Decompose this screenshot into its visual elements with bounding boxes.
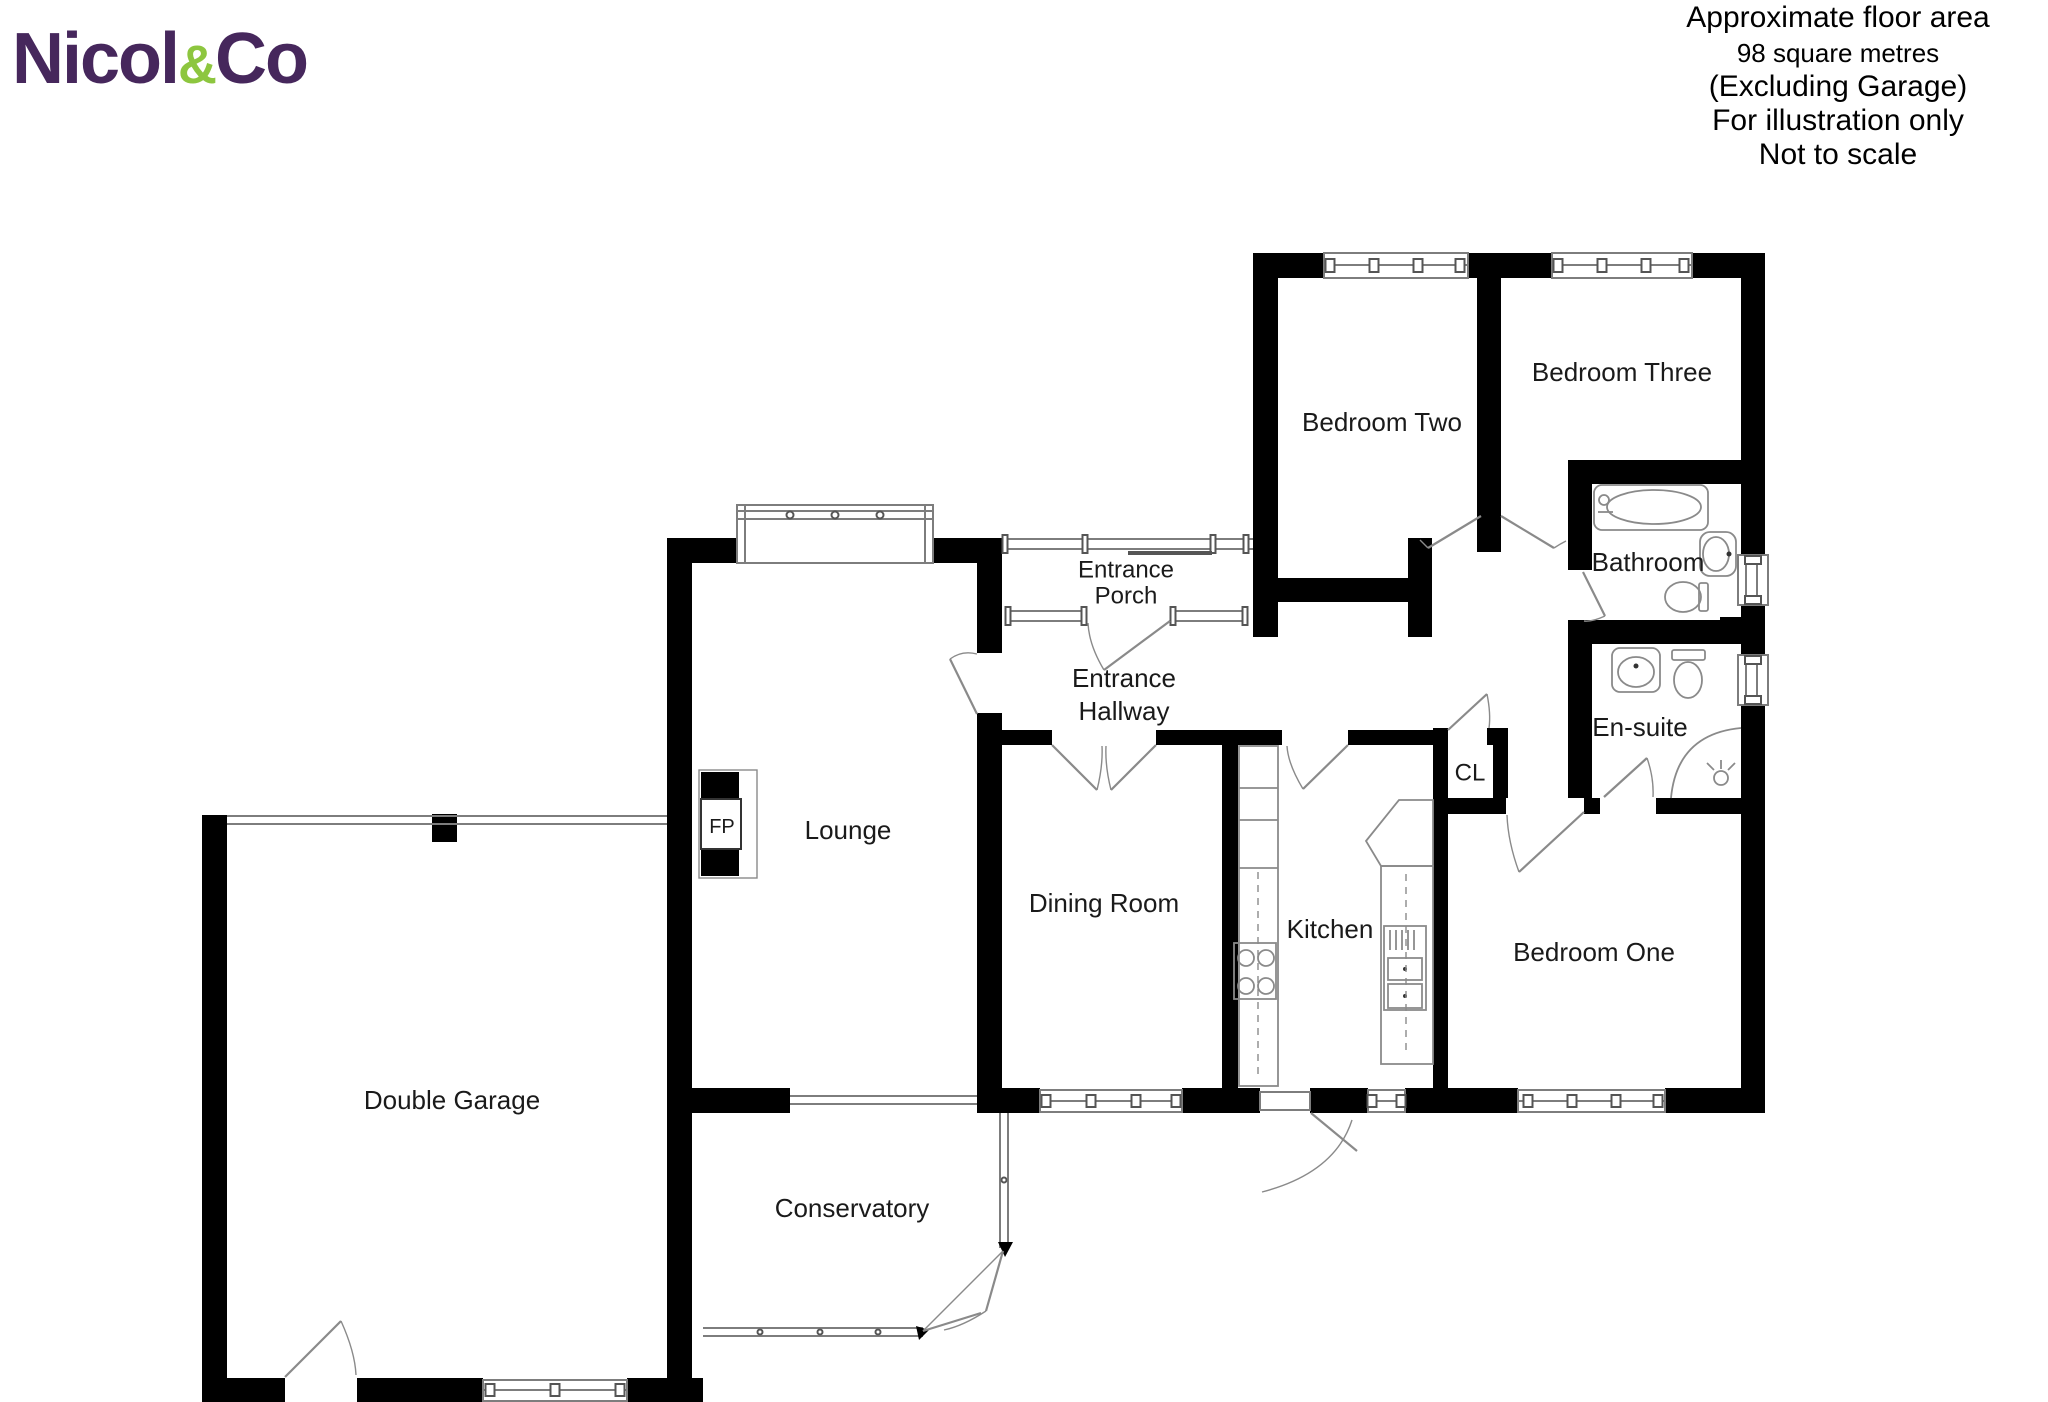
- room-label-porch-line1: Entrance: [1078, 557, 1174, 584]
- lounge-door: [949, 652, 978, 715]
- room-label-bedroom-one: Bedroom One: [1513, 937, 1675, 967]
- room-label-bathroom: Bathroom: [1592, 547, 1705, 577]
- bedroom-two-window: [1323, 252, 1469, 279]
- bedroom-three-window: [1551, 252, 1693, 279]
- doors: [284, 515, 1654, 1378]
- note-square-metres: 98 square metres: [1736, 38, 1940, 68]
- room-label-lounge: Lounge: [805, 815, 892, 845]
- dining-window: [1039, 1089, 1183, 1113]
- room-label-closet: CL: [1455, 760, 1486, 787]
- porch-front-window: [1001, 534, 1253, 555]
- windows: [227, 252, 1769, 1402]
- ensuite-door: [1603, 757, 1654, 798]
- room-label-conservatory: Conservatory: [775, 1193, 930, 1223]
- kitchen-door: [1286, 744, 1349, 790]
- room-label-dining-room: Dining Room: [1029, 888, 1179, 918]
- room-label-hallway-line1: Entrance: [1072, 663, 1176, 693]
- conservatory-glazing: [703, 1095, 1013, 1340]
- bedroom-one-door: [1506, 811, 1585, 873]
- room-label-double-garage: Double Garage: [364, 1085, 540, 1115]
- closet-door: [1447, 693, 1491, 731]
- room-label-bedroom-two: Bedroom Two: [1302, 407, 1462, 437]
- note-not-to-scale: Not to scale: [1758, 138, 1918, 171]
- kitchen-window: [1366, 1089, 1407, 1113]
- ensuite-sink-icon: [1611, 647, 1661, 693]
- bathroom-window: [1737, 554, 1769, 606]
- fireplace-icon: [698, 769, 758, 879]
- bathroom-sink-icon: [1699, 531, 1737, 577]
- room-label-porch-line2: Porch: [1095, 583, 1158, 610]
- logo-ampersand: &: [178, 35, 217, 95]
- nicol-and-co-logo: Nicol&Co: [12, 18, 309, 100]
- garage-door: [284, 1320, 357, 1378]
- bedroom-two-door: [1419, 515, 1482, 549]
- kitchen-garden-door: [1259, 1091, 1358, 1193]
- garage-window: [482, 1379, 628, 1402]
- walls: [202, 253, 1765, 1402]
- room-label-en-suite: En-suite: [1592, 712, 1687, 742]
- bathtub-icon: [1593, 484, 1709, 531]
- room-label-hallway-line2: Hallway: [1078, 696, 1169, 726]
- ensuite-window: [1737, 654, 1769, 706]
- note-excluding-garage: (Excluding Garage): [1708, 70, 1968, 103]
- note-illustration-only: For illustration only: [1712, 104, 1964, 137]
- dining-double-doors: [1051, 744, 1157, 791]
- fixtures: [698, 484, 1742, 1087]
- kitchen-sink-icon: [1383, 925, 1427, 1011]
- room-label-fireplace: FP: [709, 816, 735, 838]
- logo-name-part2: Co: [215, 19, 309, 99]
- conservatory-doors: [922, 1250, 1005, 1333]
- bedroom-three-door: [1500, 515, 1567, 549]
- front-door: [1128, 551, 1212, 555]
- room-label-kitchen: Kitchen: [1287, 914, 1374, 944]
- porch-inner-windows: [1004, 606, 1249, 626]
- bedroom-one-window: [1517, 1089, 1666, 1113]
- room-label-bedroom-three: Bedroom Three: [1532, 357, 1712, 387]
- garage-top-wall: [227, 815, 667, 825]
- kitchen-counter-east: [1364, 799, 1434, 1065]
- note-approx-floor-area: Approximate floor area: [1686, 1, 1990, 34]
- porch-hall-door: [1087, 620, 1171, 671]
- bathroom-door: [1582, 571, 1606, 622]
- stove-icon: [1233, 942, 1277, 1000]
- bathroom-toilet-icon: [1664, 581, 1709, 613]
- floor-area-note: Approximate floor area 98 square metres …: [1628, 0, 2048, 172]
- ensuite-toilet-icon: [1671, 649, 1706, 699]
- shower-icon: [1670, 727, 1742, 799]
- kitchen-counter-west: [1238, 745, 1279, 1087]
- room-labels: Bedroom Two Bedroom Three Bathroom En-su…: [364, 357, 1712, 1223]
- logo-name-part1: Nicol: [12, 19, 180, 99]
- lounge-bay-window: [736, 504, 934, 564]
